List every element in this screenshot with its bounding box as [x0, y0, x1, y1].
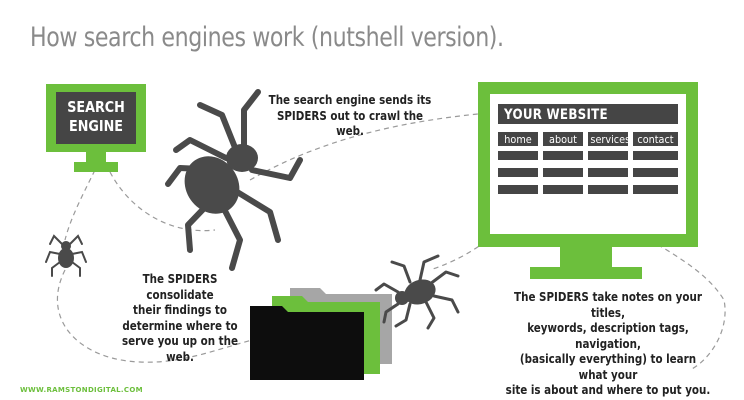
nav-services: services: [590, 133, 631, 146]
nav-home: home: [504, 133, 532, 146]
search-engine-label: SEARCH ENGINE: [56, 98, 136, 136]
note-consolidate: The SPIDERS consolidate their findings t…: [111, 272, 249, 365]
search-engine-label-line2: ENGINE: [69, 117, 123, 135]
website-title-bar: YOUR WEBSITE: [504, 105, 626, 123]
page-title: How search engines work (nutshell versio…: [30, 22, 504, 53]
folders-stack: [250, 288, 392, 380]
search-engine-label-line1: SEARCH: [67, 98, 125, 116]
path-spider-to-site: [249, 111, 501, 181]
small-spider-left: [45, 234, 87, 277]
search-engine-monitor: [46, 84, 146, 172]
note-crawl-line2: SPIDERS out to crawl the web.: [276, 108, 424, 139]
website-title: YOUR WEBSITE: [504, 107, 608, 123]
footer-url: WWW.RAMSTONDIGITAL.COM: [20, 386, 143, 394]
folder-black: [250, 306, 364, 380]
note-notes-line1: The SPIDERS take notes on your titles,: [514, 290, 702, 320]
note-consolidate-line1: The SPIDERS consolidate: [142, 272, 218, 302]
note-notes-line4: site is about and where to put you.: [505, 383, 711, 397]
note-consolidate-line2: their findings to: [133, 303, 227, 317]
note-notes-line3: (basically everything) to learn what you…: [519, 352, 697, 382]
note-notes-line2: keywords, description tags, navigation,: [527, 321, 689, 351]
note-crawl-line1: The search engine sends its: [268, 93, 432, 107]
note-consolidate-line3: determine where to: [122, 318, 238, 333]
note-consolidate-line4: serve you up on the web.: [122, 334, 238, 364]
note-spiders-take-notes: The SPIDERS take notes on your titles, k…: [505, 290, 711, 399]
big-spider: [165, 89, 303, 271]
website-monitor: [478, 82, 698, 279]
nav-contact: contact: [637, 133, 674, 146]
path-engine-to-spider: [109, 171, 216, 232]
path-smallspider-to-folders: [56, 269, 253, 363]
spider-near-folders: [374, 254, 460, 330]
nav-about: about: [549, 133, 577, 146]
path-engine-to-smallspider: [64, 169, 96, 241]
note-crawl: The search engine sends its SPIDERS out …: [264, 93, 436, 140]
